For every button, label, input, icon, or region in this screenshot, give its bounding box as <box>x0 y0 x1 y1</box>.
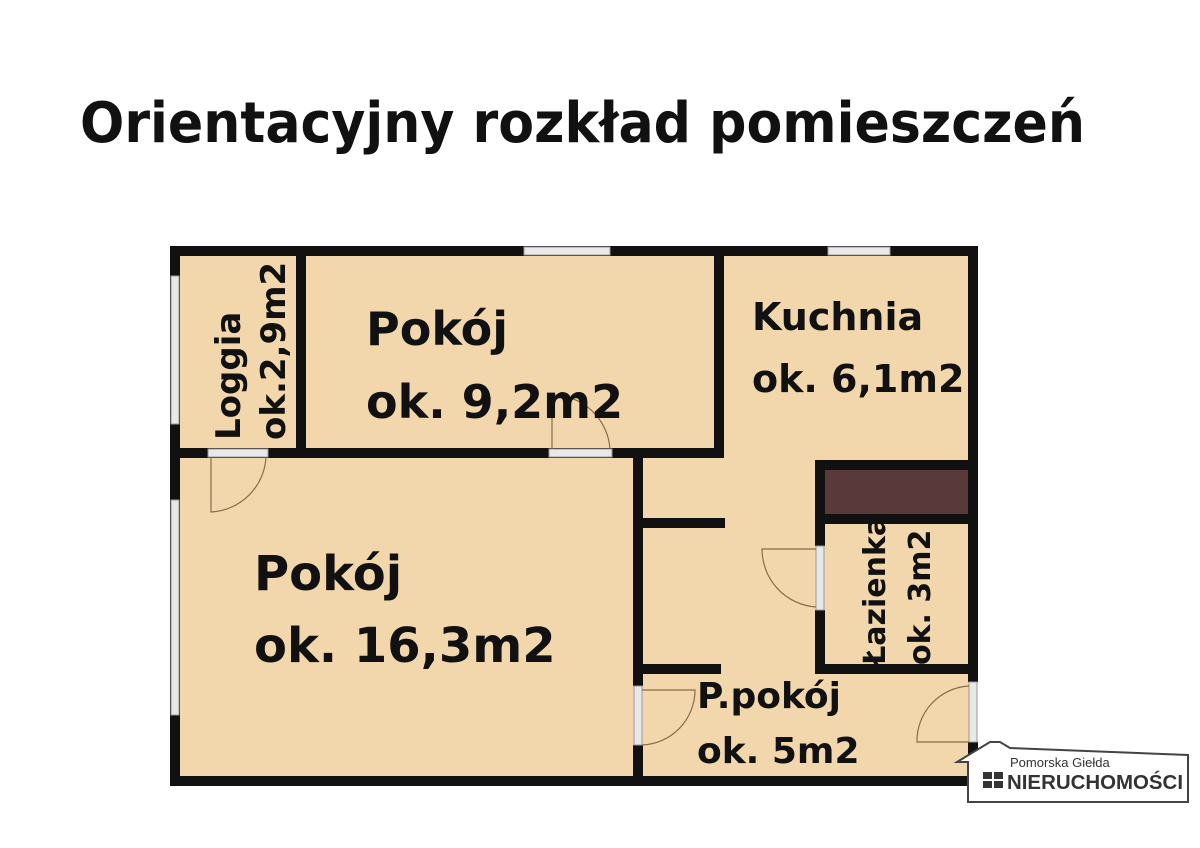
room-name-przedpokoj: P.pokój <box>697 676 841 717</box>
logo-line1: Pomorska Giełda <box>1010 755 1110 770</box>
room-area-pokoj-small: ok. 9,2m2 <box>366 375 623 429</box>
room-area-przedpokoj: ok. 5m2 <box>697 731 860 772</box>
doors <box>207 394 978 746</box>
room-name-loggia: Loggia <box>209 312 249 440</box>
page-title: Orientacyjny rozkład pomieszczeń <box>80 91 1085 156</box>
room-name-kuchnia: Kuchnia <box>752 295 923 339</box>
windows <box>170 246 891 716</box>
logo-grid-icon <box>983 772 1003 788</box>
room-area-pokoj-large: ok. 16,3m2 <box>254 618 556 674</box>
room-area-lazienka: ok. 3m2 <box>903 530 938 665</box>
room-area-kuchnia: ok. 6,1m2 <box>752 357 964 401</box>
logo-line2: NIERUCHOMOŚCI <box>1007 770 1183 794</box>
room-name-lazienka: Łazienka <box>858 516 893 667</box>
room-area-loggia: ok.2,9m2 <box>254 262 294 440</box>
company-logo: Pomorska Giełda NIERUCHOMOŚCI <box>953 741 1189 803</box>
room-name-pokoj-small: Pokój <box>366 302 508 356</box>
room-name-pokoj-large: Pokój <box>254 546 402 602</box>
ventilation-shaft <box>825 468 968 516</box>
